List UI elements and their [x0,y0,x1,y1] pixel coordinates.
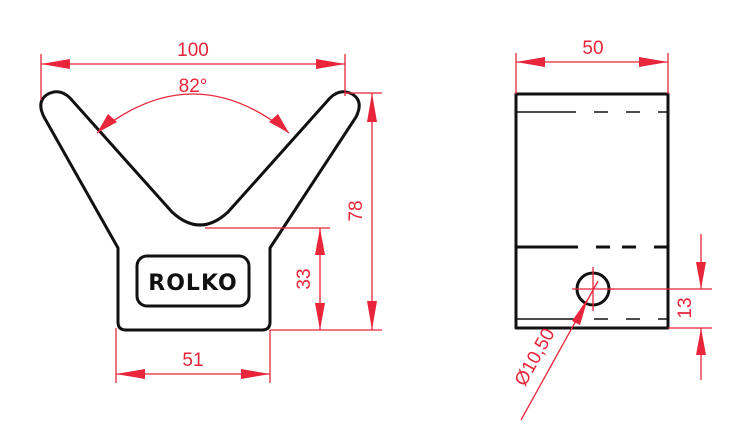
arrow-right-icon [639,57,668,67]
dimension-side-width: 50 [515,38,669,94]
logo-text: ROLKO [148,271,237,296]
dimension-base-height: 33 [205,227,330,330]
dim-text-hole-offset: 13 [675,297,696,318]
front-view: ROLKO [39,90,361,332]
arrow-left-icon [41,59,70,69]
v-block-outline [39,90,361,332]
dimension-v-angle: 82° [96,76,290,134]
dimension-base-width: 51 [115,328,271,383]
dimension-hole-offset: 13 [609,234,712,380]
arrow-up-icon [696,328,706,355]
arrow-up-icon [315,228,325,255]
dim-text-side-width: 50 [582,38,603,59]
side-view [514,92,670,330]
dim-text-base-height: 33 [294,268,315,289]
arrow-right-icon [241,369,270,379]
leader-arrow-icon [572,298,588,325]
dimension-overall-width: 100 [40,40,346,100]
arrow-left-icon [116,369,145,379]
arrow-up-icon [367,93,377,122]
dim-text-base-width: 51 [182,350,203,371]
arrow-angle-left-icon [97,114,117,133]
arrow-angle-right-icon [269,114,289,133]
arrow-right-icon [316,59,345,69]
arrow-down-icon [696,262,706,289]
arrow-left-icon [516,57,545,67]
dim-text-hole-diameter: Ø10,50 [511,325,560,390]
dim-text-overall-width: 100 [177,40,209,61]
arrow-down-icon [367,301,377,330]
side-view-outline [514,92,670,330]
dim-text-v-angle: 82° [179,76,208,97]
dim-text-overall-height: 78 [346,200,367,221]
dimension-overall-height: 78 [270,92,382,331]
logo-plate [135,254,251,308]
arrow-down-icon [315,303,325,330]
